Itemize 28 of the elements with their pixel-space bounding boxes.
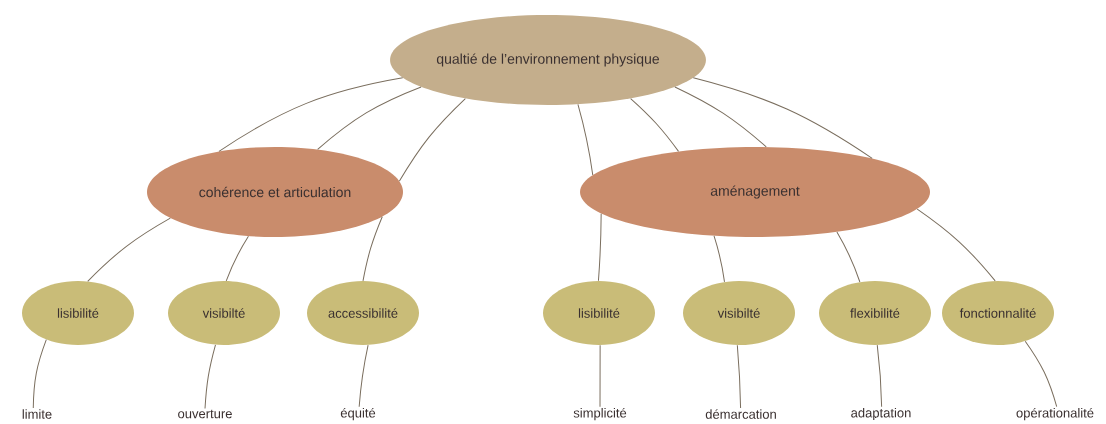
outcome-label: limite xyxy=(22,409,52,419)
connector-line xyxy=(218,77,404,152)
connector-line xyxy=(577,103,594,176)
connector-line xyxy=(876,344,883,408)
connector-line xyxy=(836,231,861,283)
connector-line xyxy=(630,98,680,152)
connector-line xyxy=(398,98,466,182)
connector-line xyxy=(597,213,602,282)
connector-line xyxy=(32,339,47,409)
connector-line xyxy=(358,344,369,408)
connector-line xyxy=(1024,340,1058,408)
outcome-label: opérationalité xyxy=(1016,407,1094,421)
outcome-label: adaptation xyxy=(851,407,911,421)
connector-line xyxy=(225,235,249,282)
connector-line xyxy=(736,344,742,409)
outcome-label: simplicité xyxy=(573,407,627,421)
outcome-label: équité xyxy=(340,407,376,421)
connector-line xyxy=(692,77,873,159)
outcome-label: démarcation xyxy=(705,409,776,419)
outcome-label: ouverture xyxy=(178,409,232,419)
connector-line xyxy=(674,86,767,148)
connector-line xyxy=(713,235,725,283)
connector-line xyxy=(916,208,996,282)
connector-line xyxy=(317,86,422,150)
connector-line xyxy=(599,344,601,408)
connector-line xyxy=(87,217,171,282)
connector-line xyxy=(204,344,216,410)
connector-line xyxy=(362,216,383,282)
